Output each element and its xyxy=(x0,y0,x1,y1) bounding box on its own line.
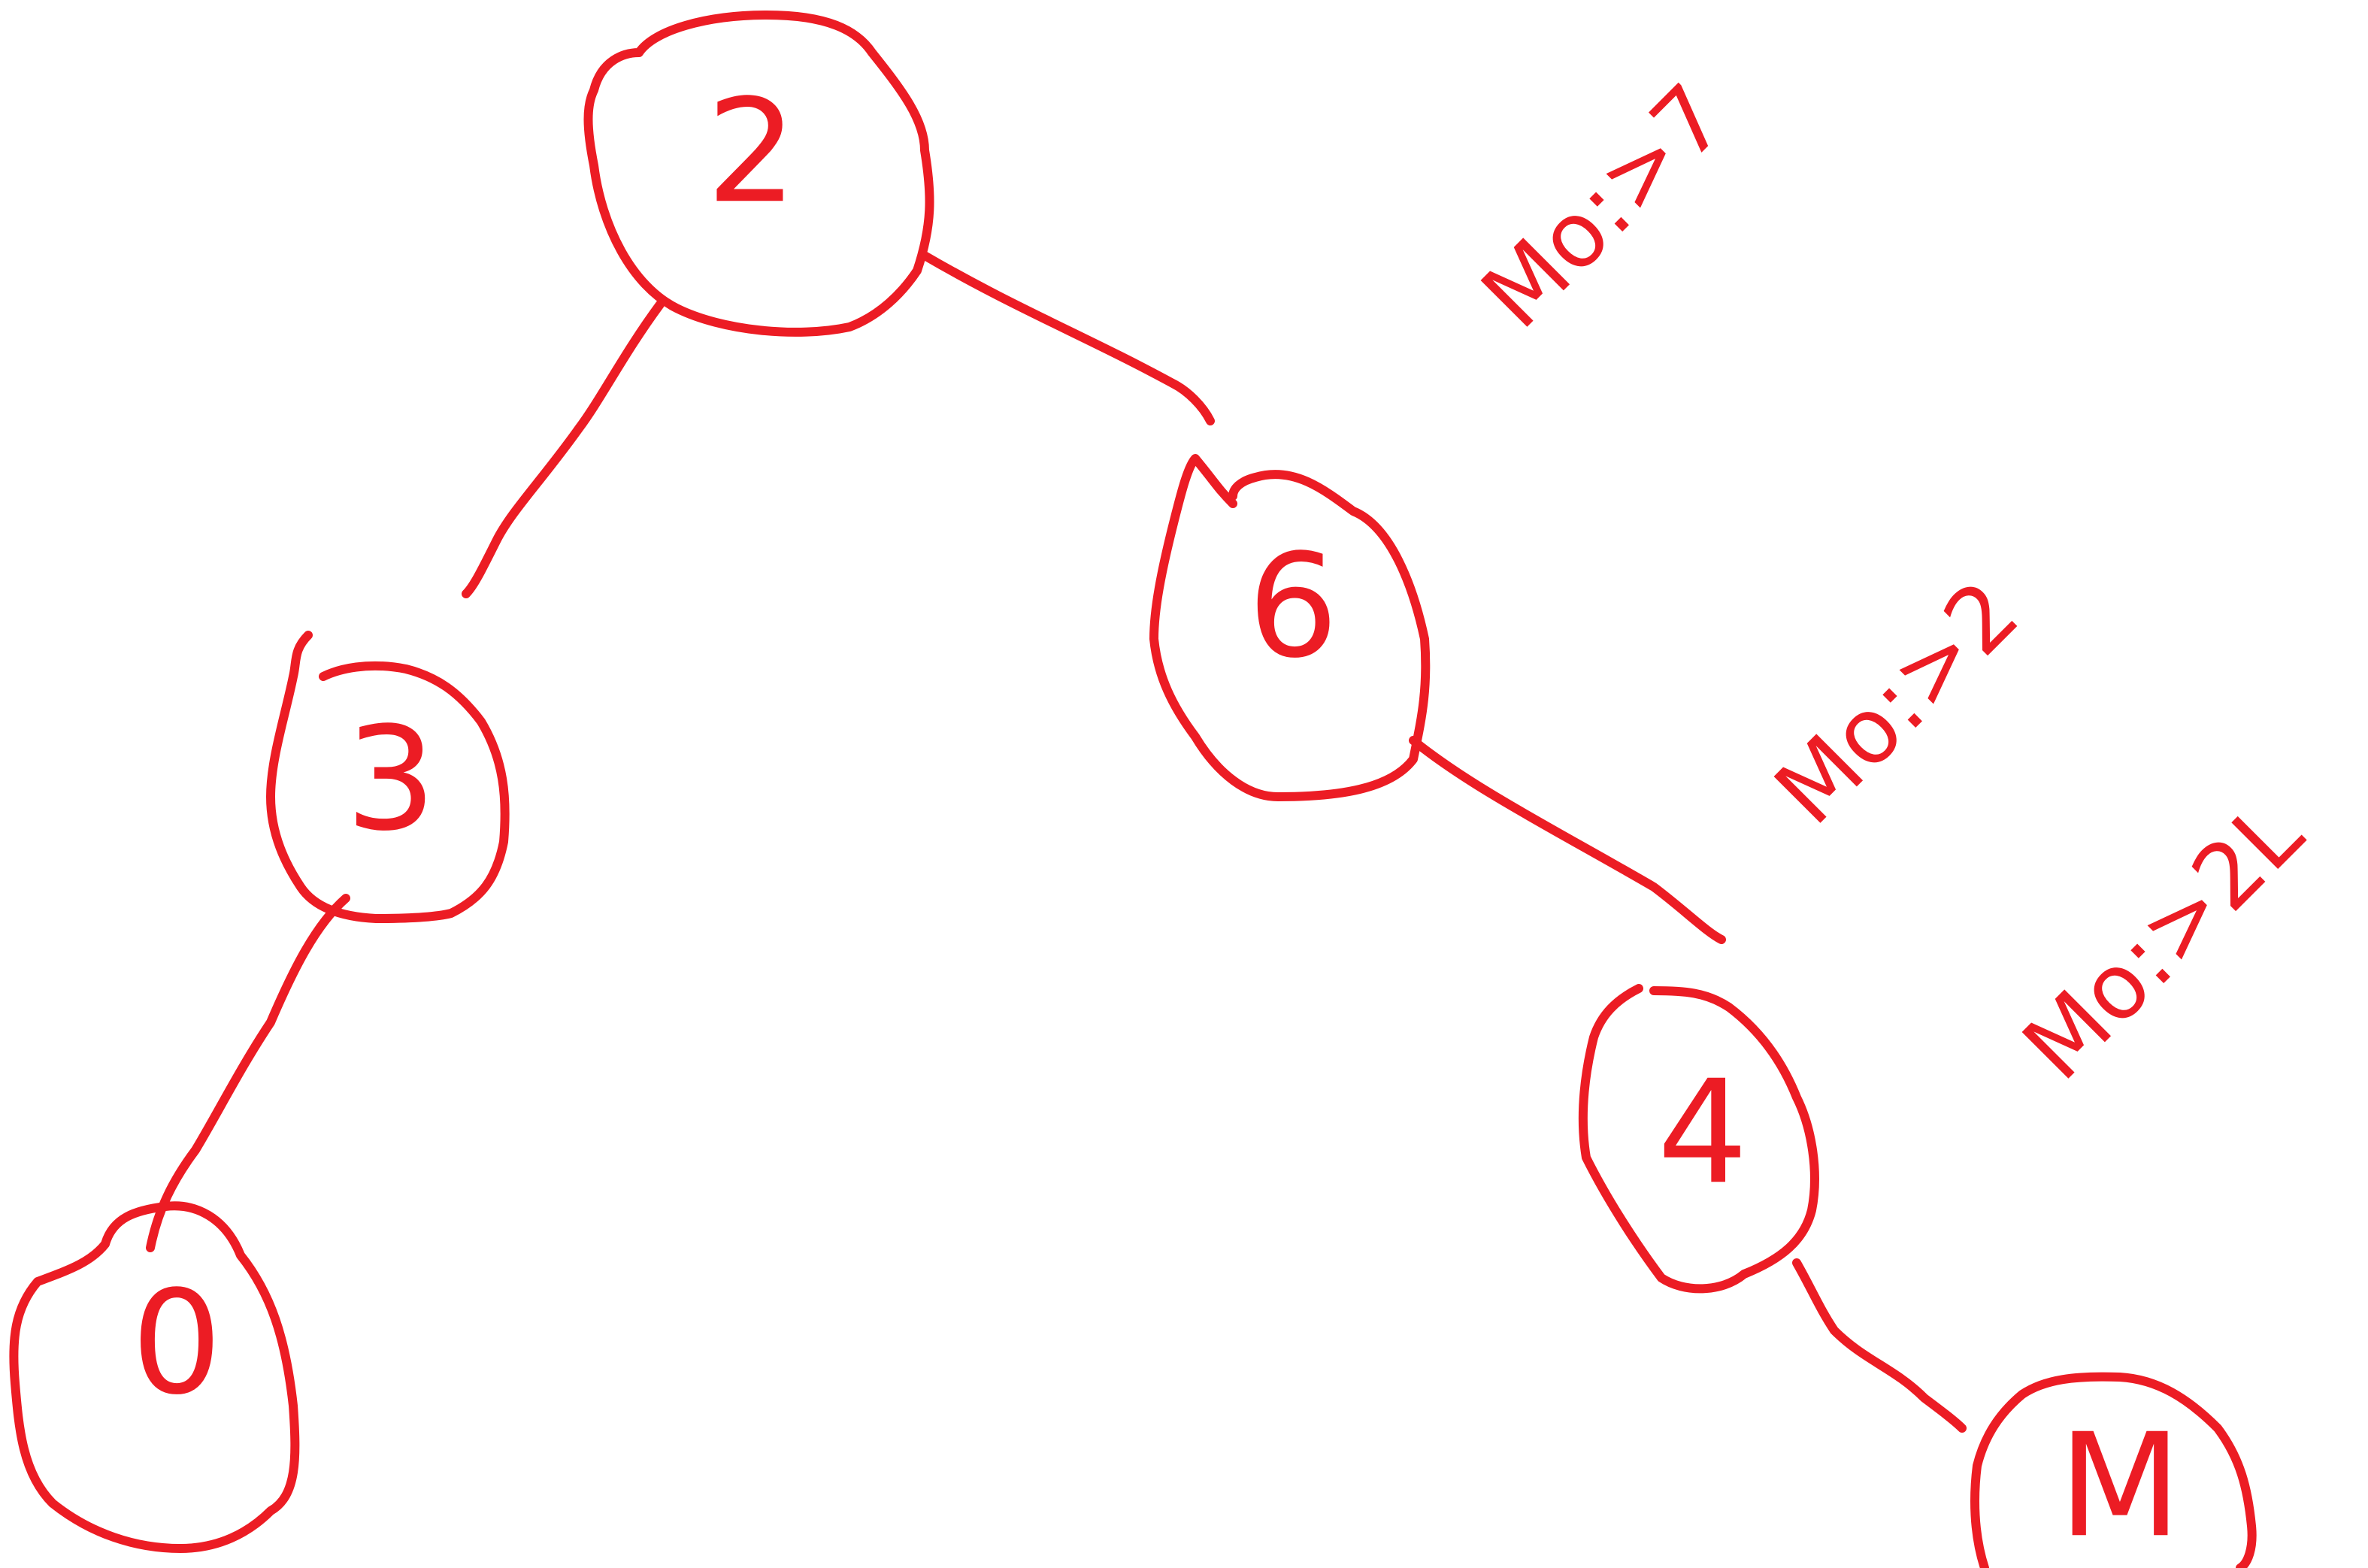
edge-2-to-3 xyxy=(462,300,665,598)
node-2-circle xyxy=(583,11,934,337)
edge-3-to-0 xyxy=(146,894,350,1252)
node-4-label: 4 xyxy=(1658,1049,1749,1215)
node-labels: 2 3 6 0 4 M xyxy=(132,68,2182,1568)
node-6-label: 6 xyxy=(1248,523,1339,689)
node-m-label: M xyxy=(2058,1403,2182,1568)
edges xyxy=(146,251,1967,1433)
node-6-circle xyxy=(1149,454,1431,801)
annotations: Mo:>7 Mo:>2 Mo:>2L xyxy=(1462,65,2322,1100)
node-circles xyxy=(9,11,2257,1568)
node-4-circle xyxy=(1578,984,1819,1294)
annotation-mo-2l: Mo:>2L xyxy=(2003,781,2322,1100)
annotation-mo-2: Mo:>2 xyxy=(1755,562,2039,845)
node-2-label: 2 xyxy=(707,68,798,235)
node-3-circle xyxy=(266,631,510,923)
node-3-label: 3 xyxy=(346,696,437,862)
edge-2-to-6 xyxy=(920,251,1215,425)
node-0-label: 0 xyxy=(132,1260,223,1426)
node-m-circle xyxy=(1970,1372,2257,1568)
edge-6-to-4 xyxy=(1409,736,1726,944)
node-0-circle xyxy=(9,1201,300,1553)
edge-4-to-m xyxy=(1792,1258,1967,1433)
annotation-mo-7: Mo:>7 xyxy=(1462,65,1746,349)
